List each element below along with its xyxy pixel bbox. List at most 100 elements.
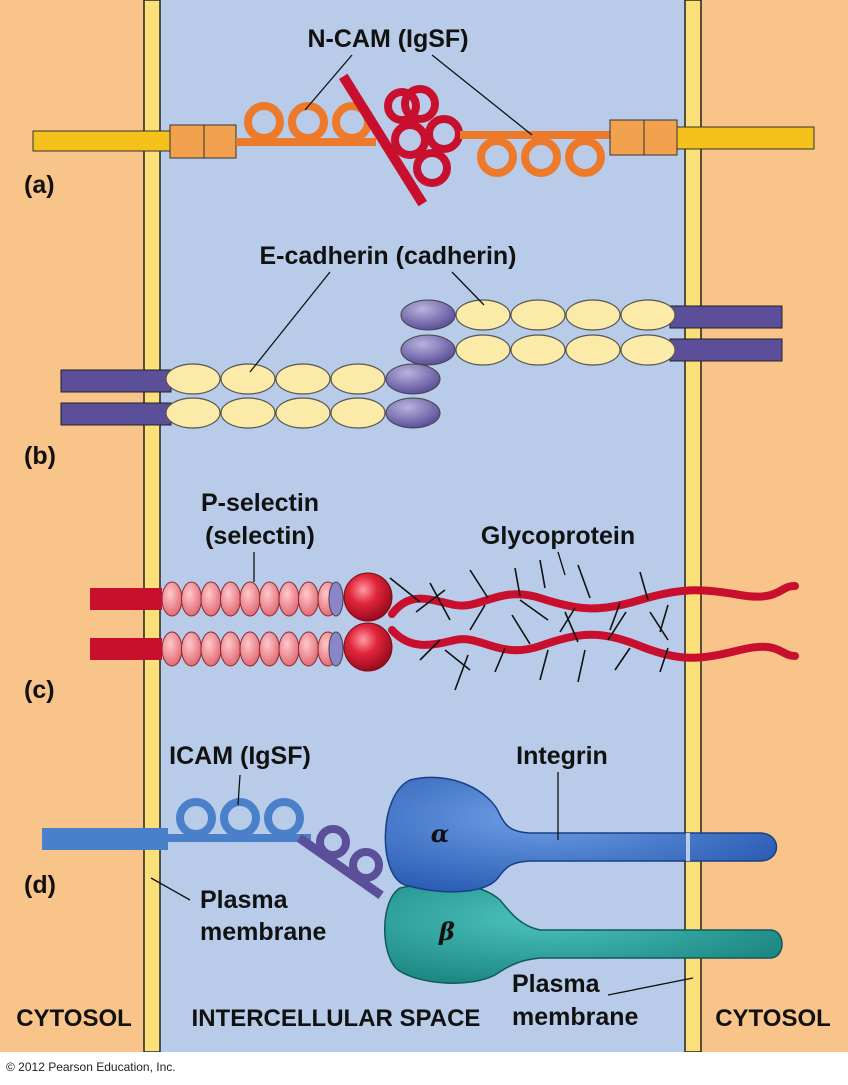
cadherin-left-upper-ec1 (385, 363, 441, 395)
panel-d-letter: (d) (24, 871, 56, 899)
selectin-consensus-repeat (259, 631, 280, 667)
cadherin-leader-left (249, 271, 331, 373)
panel-b-letter: (b) (24, 442, 56, 470)
ncam-left-fn-domain-2 (203, 124, 237, 159)
cadherin-label: E-cadherin (cadherin) (260, 242, 517, 270)
cadherin-right-lower-repeats (455, 334, 676, 366)
region-label-intercellular: INTERCELLULAR SPACE (192, 1005, 481, 1032)
panel-c-selectin: P-selectin (selectin) Glycoprotein (c) (24, 489, 799, 704)
ncam-right-tail (676, 126, 815, 150)
cadherin-right-upper-ec1 (400, 299, 456, 331)
icam-label: ICAM (IgSF) (169, 742, 311, 770)
selectin-consensus-repeat (161, 581, 183, 617)
ncam-right-fn-domain (609, 119, 645, 156)
glycoprotein-label: Glycoprotein (481, 522, 635, 550)
panel-a-letter: (a) (24, 171, 55, 199)
pm-right-label-line1: Plasma (512, 970, 601, 998)
cytosol-right-region (701, 0, 848, 1052)
ncam-left-fn-domain (169, 124, 205, 159)
region-label-cytosol-right: CYTOSOL (715, 1005, 831, 1032)
panel-c-letter: (c) (24, 676, 55, 704)
ncam-leader-left (304, 54, 353, 111)
cadherin-left-lower-repeats (165, 397, 386, 429)
ncam-left-tail (32, 130, 172, 152)
glycoprotein-lower-chain (388, 626, 799, 662)
selectin-label-line1: P-selectin (201, 489, 319, 517)
selectin-upper-egf-domain (328, 581, 344, 617)
selectin-consensus-repeat (298, 631, 319, 667)
cadherin-leader-right (451, 271, 485, 306)
region-label-cytosol-left: CYTOSOL (16, 1005, 132, 1032)
glycoprotein-upper-chain (388, 582, 799, 618)
cadherin-right-tail-2 (669, 338, 783, 362)
cadherin-right-upper-repeats (455, 299, 676, 331)
icam-tail (42, 828, 168, 850)
cadherin-left-upper-repeats (165, 363, 386, 395)
ncam-red-binding-domain (339, 73, 463, 207)
selectin-consensus-repeat (259, 581, 280, 617)
icam-ig-loop-3 (264, 798, 304, 838)
selectin-consensus-repeat (200, 631, 222, 667)
icam-terminal-domain (296, 825, 384, 899)
ncam-right-ig-loop-3 (565, 137, 605, 177)
pm-left-leader (150, 877, 191, 901)
cadherin-left-tail-1 (60, 369, 172, 393)
selectin-consensus-repeat (200, 581, 222, 617)
cytosol-left-region (0, 0, 144, 1052)
ncam-right-ig-loop-2 (521, 137, 561, 177)
icam-leader (237, 774, 241, 806)
selectin-consensus-repeat (239, 631, 261, 667)
plasma-membrane-left (143, 0, 161, 1053)
selectin-consensus-repeat (220, 581, 241, 617)
selectin-consensus-repeat (298, 581, 319, 617)
ncam-left-stalk (236, 138, 376, 146)
cadherin-right-tail-1 (669, 305, 783, 329)
selectin-consensus-repeat (278, 581, 300, 617)
plasma-membrane-right (684, 0, 702, 1053)
pm-left-label-line1: Plasma (200, 886, 289, 914)
icam-ig-loop-2 (220, 798, 260, 838)
ncam-leader-right (431, 54, 533, 136)
selectin-lower-lectin-domain (343, 622, 393, 672)
selectin-upper-repeats (161, 581, 339, 617)
selectin-consensus-repeat (278, 631, 300, 667)
glycoprotein-carbohydrate-chains (389, 559, 669, 691)
selectin-consensus-repeat (161, 631, 183, 667)
cadherin-left-tail-2 (60, 402, 172, 426)
selectin-upper-lectin-domain (343, 572, 393, 622)
selectin-consensus-repeat (181, 631, 202, 667)
selectin-lower-tail (90, 638, 162, 660)
selectin-lower-repeats (161, 631, 339, 667)
pm-right-label-line2: membrane (512, 1003, 639, 1031)
integrin-alpha-label: α (431, 819, 449, 848)
selectin-label-line2: (selectin) (205, 522, 315, 550)
selectin-consensus-repeat (181, 581, 202, 617)
pm-right-leader (607, 977, 694, 996)
icam-ig-loop-1 (176, 798, 216, 838)
selectin-consensus-repeat (220, 631, 241, 667)
copyright-strip (0, 1052, 848, 1080)
ncam-right-fn-domain-2 (643, 119, 678, 156)
cadherin-left-lower-ec1 (385, 397, 441, 429)
panel-a-ncam: N-CAM (IgSF) (a) (24, 25, 815, 207)
integrin-label: Integrin (516, 742, 608, 770)
panel-b-cadherin: E-cadherin (cadherin) (b) (24, 242, 783, 470)
cadherin-right-lower-ec1 (400, 334, 456, 366)
selectin-consensus-repeat (239, 581, 261, 617)
ncam-right-ig-loop-1 (477, 137, 517, 177)
pm-left-label-line2: membrane (200, 918, 327, 946)
glycoprotein-leader (557, 551, 566, 576)
ncam-left-ig-loop-1 (244, 102, 284, 142)
integrin-beta-subunit (384, 882, 783, 984)
ncam-label: N-CAM (IgSF) (307, 25, 468, 53)
panel-d-icam-integrin: α β ICAM (IgSF) Integrin Plasma membrane… (24, 742, 783, 1031)
integrin-alpha-subunit (384, 776, 778, 893)
selectin-lower-egf-domain (328, 631, 344, 667)
selectin-upper-tail (90, 588, 162, 610)
copyright-notice: © 2012 Pearson Education, Inc. (6, 1060, 176, 1074)
icam-stalk (166, 834, 311, 842)
ncam-right-stalk (460, 131, 610, 139)
integrin-beta-label: β (438, 917, 455, 946)
